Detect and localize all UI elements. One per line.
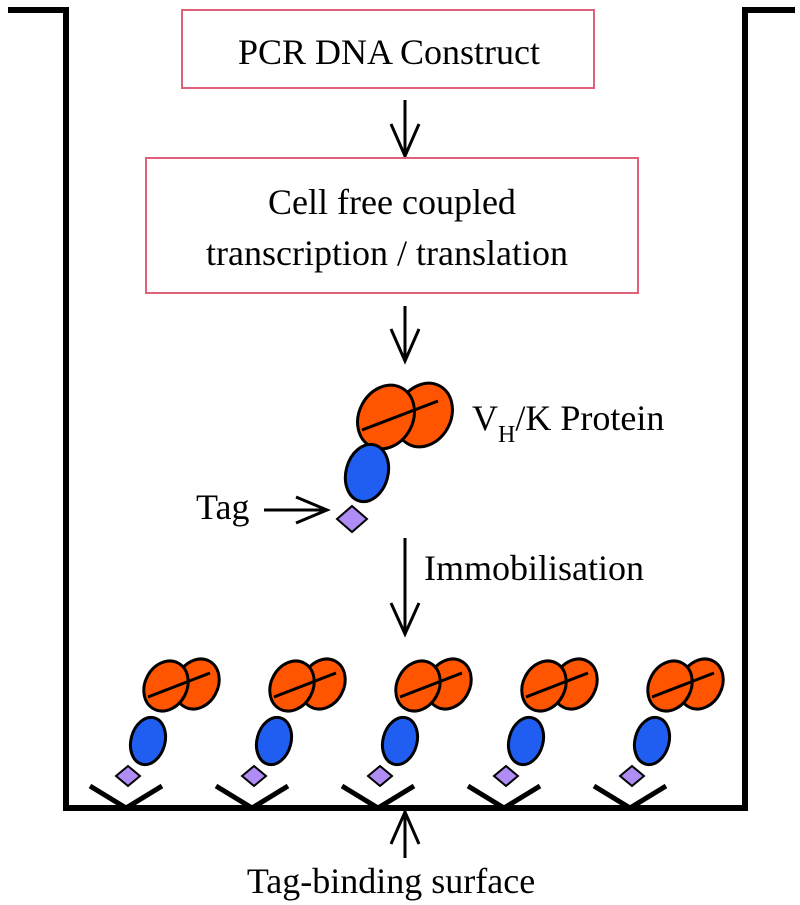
immobilised-protein-5: [592, 657, 725, 811]
tag-diamond: [492, 764, 520, 788]
arrow-down-1: [389, 100, 421, 160]
surface-arrow: [389, 808, 421, 858]
domain-link-line: [147, 671, 211, 699]
immobilised-protein-4: [466, 657, 599, 811]
tag-diamond: [114, 764, 142, 788]
tag-diamond: [240, 764, 268, 788]
orange-domain-left: [646, 659, 694, 713]
blue-domain: [343, 442, 391, 504]
surface-receptor: [466, 783, 542, 811]
cell-free-label-line1: Cell free coupled: [268, 182, 516, 222]
pcr-box: [181, 9, 595, 89]
domain-link-line: [399, 671, 463, 699]
tag-arrow: [264, 495, 331, 525]
domain-link-line: [273, 671, 337, 699]
surface-receptor: [340, 783, 416, 811]
immobilised-protein-2: [214, 657, 347, 811]
surface-receptor: [592, 783, 668, 811]
arrow-down-2: [389, 306, 421, 365]
cell-free-label-line2: transcription / translation: [206, 233, 568, 273]
orange-domain-left: [268, 659, 316, 713]
tag-diamond: [618, 764, 646, 788]
protein-label-rest: /K Protein: [515, 398, 664, 438]
surface-label: Tag-binding surface: [247, 861, 535, 901]
tag-diamond: [335, 504, 369, 534]
immobilisation-label: Immobilisation: [424, 548, 644, 588]
orange-domain-left: [520, 659, 568, 713]
orange-domain-left: [142, 659, 190, 713]
surface-receptor: [214, 783, 290, 811]
blue-domain: [128, 715, 168, 767]
blue-domain: [632, 715, 672, 767]
blue-domain: [254, 715, 294, 767]
protein-label: VH/K Protein: [472, 398, 664, 448]
tag-label: Tag: [196, 487, 249, 527]
blue-domain: [380, 715, 420, 767]
domain-link-line: [525, 671, 589, 699]
pcr-label: PCR DNA Construct: [238, 32, 540, 72]
domain-link-line: [651, 671, 715, 699]
well-container: [8, 7, 795, 811]
blue-domain: [506, 715, 546, 767]
immobilisation-arrow: [389, 538, 421, 638]
protein-label-v: V: [472, 398, 498, 438]
protein-label-sub: H: [498, 422, 515, 448]
immobilised-protein-3: [340, 657, 473, 811]
tag-diamond: [366, 764, 394, 788]
immobilised-protein-1: [88, 657, 221, 811]
immobilised-protein-row: [88, 657, 725, 811]
orange-domain-left: [394, 659, 442, 713]
domain-link-line: [361, 399, 439, 432]
protein-main: [335, 381, 454, 534]
surface-receptor: [88, 783, 164, 811]
cell-free-box: [145, 157, 639, 294]
